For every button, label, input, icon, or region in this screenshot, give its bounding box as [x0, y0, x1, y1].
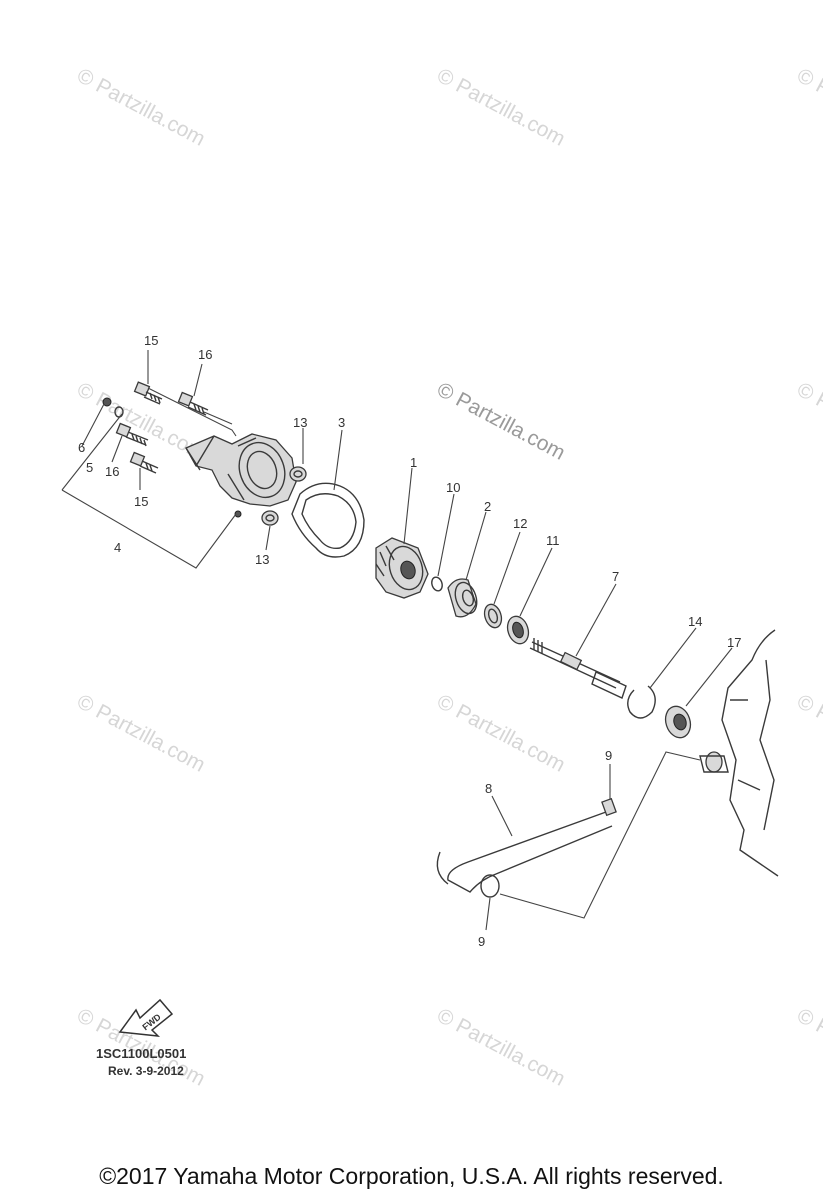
bolt-15-upper[interactable]: [133, 381, 163, 405]
crankcase-section: [699, 629, 779, 877]
bolt-16-lower[interactable]: [115, 422, 149, 447]
circlip-14[interactable]: [627, 685, 656, 719]
collar-13-upper[interactable]: [289, 466, 307, 482]
callout-4: 4: [114, 540, 121, 555]
callout-9-lower: 9: [478, 934, 485, 949]
callout-2: 2: [484, 499, 491, 514]
water-hose-8[interactable]: [436, 811, 613, 893]
callout-13-upper: 13: [293, 415, 307, 430]
bolt-15-lower[interactable]: [129, 451, 159, 474]
callout-13-lower: 13: [255, 552, 269, 567]
callout-9-upper: 9: [605, 748, 612, 763]
pump-housing-cover[interactable]: [185, 433, 297, 518]
impeller-1[interactable]: [375, 537, 429, 599]
callout-6: 6: [78, 440, 85, 455]
hose-clamp-9-lower[interactable]: [480, 874, 500, 898]
washer-6[interactable]: [102, 397, 124, 418]
callout-10: 10: [446, 480, 460, 495]
fwd-arrow-icon: FWD: [118, 998, 174, 1037]
leader-lines: [61, 350, 733, 931]
callout-17: 17: [727, 635, 741, 650]
callout-14: 14: [688, 614, 702, 629]
callout-5: 5: [86, 460, 93, 475]
impeller-shaft-7[interactable]: [529, 638, 627, 699]
callout-15-upper: 15: [144, 333, 158, 348]
washer-10[interactable]: [430, 576, 444, 592]
callout-16-upper: 16: [198, 347, 212, 362]
bearing-11[interactable]: [504, 614, 532, 647]
oil-seal-12[interactable]: [482, 602, 505, 630]
copyright-notice: ©2017 Yamaha Motor Corporation, U.S.A. A…: [99, 1163, 724, 1189]
callout-11: 11: [546, 533, 560, 548]
callout-7: 7: [612, 569, 619, 584]
revision-date: Rev. 3-9-2012: [108, 1064, 184, 1078]
callout-8: 8: [485, 781, 492, 796]
callout-12: 12: [513, 516, 527, 531]
oil-seal-2[interactable]: [447, 578, 480, 618]
diagram-code: 1SC1100L0501: [96, 1046, 187, 1061]
bearing-17[interactable]: [662, 703, 695, 741]
callout-16-lower: 16: [105, 464, 119, 479]
callout-3: 3: [338, 415, 345, 430]
collar-13-lower[interactable]: [261, 510, 279, 526]
callout-1: 1: [410, 455, 417, 470]
bolt-16-upper[interactable]: [177, 391, 209, 416]
callout-15-lower: 15: [134, 494, 148, 509]
gasket-3[interactable]: [291, 482, 365, 558]
hose-clamp-9-upper[interactable]: [601, 797, 617, 817]
